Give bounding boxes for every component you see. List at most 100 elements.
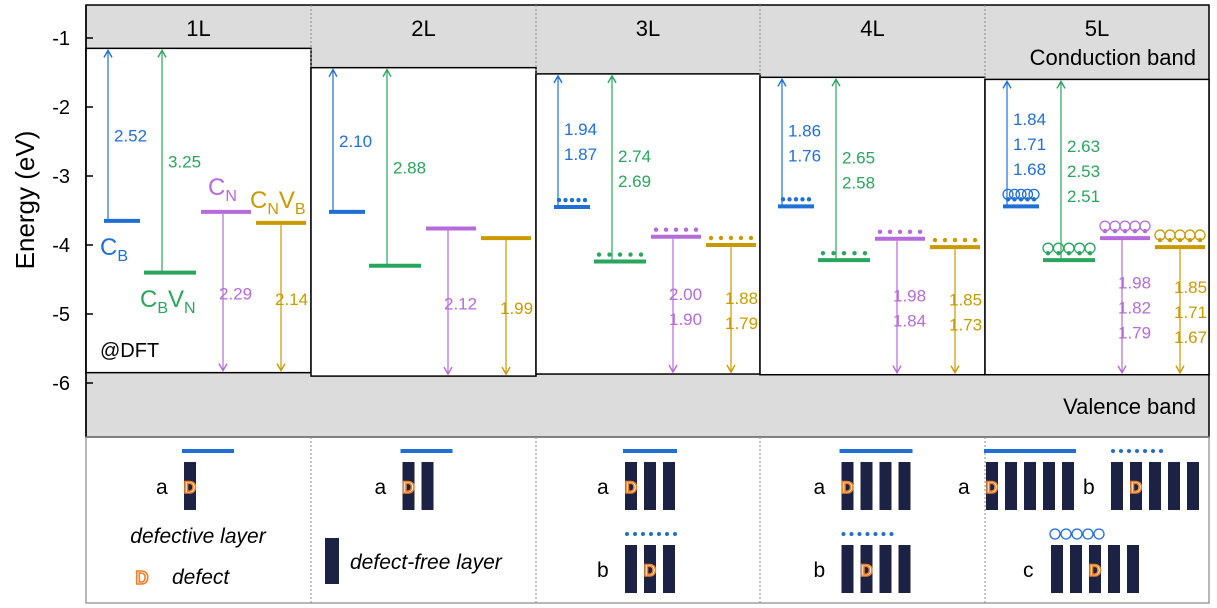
gap-value: 1.87 <box>564 145 597 164</box>
defect-free-layer <box>663 462 675 510</box>
arrow-head <box>328 68 338 78</box>
defect-free-layer <box>1187 462 1199 510</box>
level-dot <box>607 252 612 257</box>
state-marker-dot <box>873 532 878 536</box>
gap-value: 2.65 <box>842 148 875 167</box>
state-cb: 2.10 <box>328 68 372 214</box>
legend-defective-layer: defective layer <box>130 525 266 548</box>
layer-stack: Da <box>597 449 677 510</box>
gap-value: 1.84 <box>893 311 926 330</box>
y-axis: Energy (eV) <box>10 5 87 437</box>
level-dot <box>596 252 602 257</box>
gap-region <box>759 76 986 376</box>
level-dot <box>673 227 679 232</box>
arrow-head <box>501 366 511 376</box>
cbvn-label-sub2: N <box>184 300 196 317</box>
state-marker-dot <box>889 532 894 536</box>
arrow-head <box>443 366 453 376</box>
gap-value: 2.88 <box>393 159 426 178</box>
level-circle <box>1084 242 1096 254</box>
cn-label-sub: N <box>225 188 237 205</box>
arrow-head <box>607 74 617 84</box>
gap-value: 2.12 <box>444 294 477 313</box>
arrow-head <box>157 48 167 58</box>
level-dot <box>806 197 812 202</box>
cbvn-label: CBVN <box>140 286 196 317</box>
arrow-head <box>726 364 736 374</box>
level-dot <box>897 229 903 234</box>
panel-title: 2L <box>411 16 435 41</box>
panel-title: 5L <box>1085 16 1109 41</box>
y-tick-label: -1 <box>52 28 70 50</box>
state-marker-dot <box>673 532 677 536</box>
cnvb-label: CNVB <box>250 187 306 218</box>
gap-region <box>984 78 1210 376</box>
config-label: a <box>375 476 387 499</box>
state-cnvb: 1.99 <box>481 236 533 376</box>
level-circle <box>1021 188 1034 201</box>
arrow-head <box>1002 79 1012 89</box>
gap-value: 1.85 <box>1174 278 1207 297</box>
level-dot <box>787 197 792 202</box>
cbvn-label-c: C <box>140 286 157 313</box>
defect-free-layer <box>1168 462 1180 510</box>
legend-defect-glyph: D <box>136 568 149 588</box>
arrow-head <box>553 74 563 84</box>
gap-value: 1.67 <box>1174 328 1207 347</box>
gap-value: 1.73 <box>949 315 982 334</box>
level-dot <box>942 237 948 243</box>
defect-free-layer <box>860 462 873 510</box>
level-dot <box>800 197 805 202</box>
state-cnvb: 2.14 <box>256 220 308 373</box>
cnvb-label-sub2: B <box>295 201 306 218</box>
level-dot <box>663 227 669 232</box>
gap-value: 2.10 <box>339 132 372 151</box>
state-marker-dot <box>665 532 669 536</box>
cnvb-label-v: V <box>279 187 295 214</box>
y-tick-label: -3 <box>52 166 70 188</box>
gap-region <box>85 47 312 374</box>
level-circle <box>1028 188 1040 201</box>
state-marker-circle <box>1071 528 1083 540</box>
layer-stack: Da <box>156 449 234 510</box>
defective-layer <box>860 545 873 593</box>
defect-free-layer <box>1024 462 1036 510</box>
panel-title: 4L <box>860 16 884 41</box>
gap-value: 1.71 <box>1174 303 1207 322</box>
defective-layer <box>644 545 656 593</box>
level-circle <box>1015 188 1027 201</box>
state-marker-dot <box>841 532 846 536</box>
gap-value: 2.00 <box>669 285 702 304</box>
arrow-head <box>218 363 228 373</box>
gap-value: 1.68 <box>1013 160 1046 179</box>
config-label: a <box>156 476 168 499</box>
defect-free-layer <box>1070 545 1082 593</box>
legend-defect-free-layer: defect-free layer <box>350 551 503 574</box>
arrow-head <box>1056 79 1066 89</box>
gap-value: 1.79 <box>725 314 758 333</box>
level-dot <box>952 237 958 243</box>
state-cn: 2.12 <box>426 226 477 376</box>
gap-value: 2.52 <box>114 127 147 146</box>
level-dot <box>972 237 978 243</box>
state-cnvb: 1.85 1.71 1.67 <box>1154 229 1207 375</box>
level-dot <box>932 237 938 243</box>
arrow-head <box>103 48 113 58</box>
dft-note: @DFT <box>100 340 159 362</box>
gap-value: 1.94 <box>564 120 597 139</box>
state-marker-dot <box>849 532 854 536</box>
layer-stack: Da <box>814 449 913 510</box>
defect-free-layer <box>625 545 637 593</box>
defective-layer <box>1089 545 1101 593</box>
arrow-head <box>382 68 392 78</box>
gap-value: 2.51 <box>1067 187 1100 206</box>
state-marker-dot <box>1119 449 1123 453</box>
defect-free-layer <box>898 462 911 510</box>
defect-marker: D <box>625 478 637 497</box>
level-dot <box>638 252 644 257</box>
gap-region <box>310 66 537 377</box>
defect-free-layer <box>841 545 854 593</box>
